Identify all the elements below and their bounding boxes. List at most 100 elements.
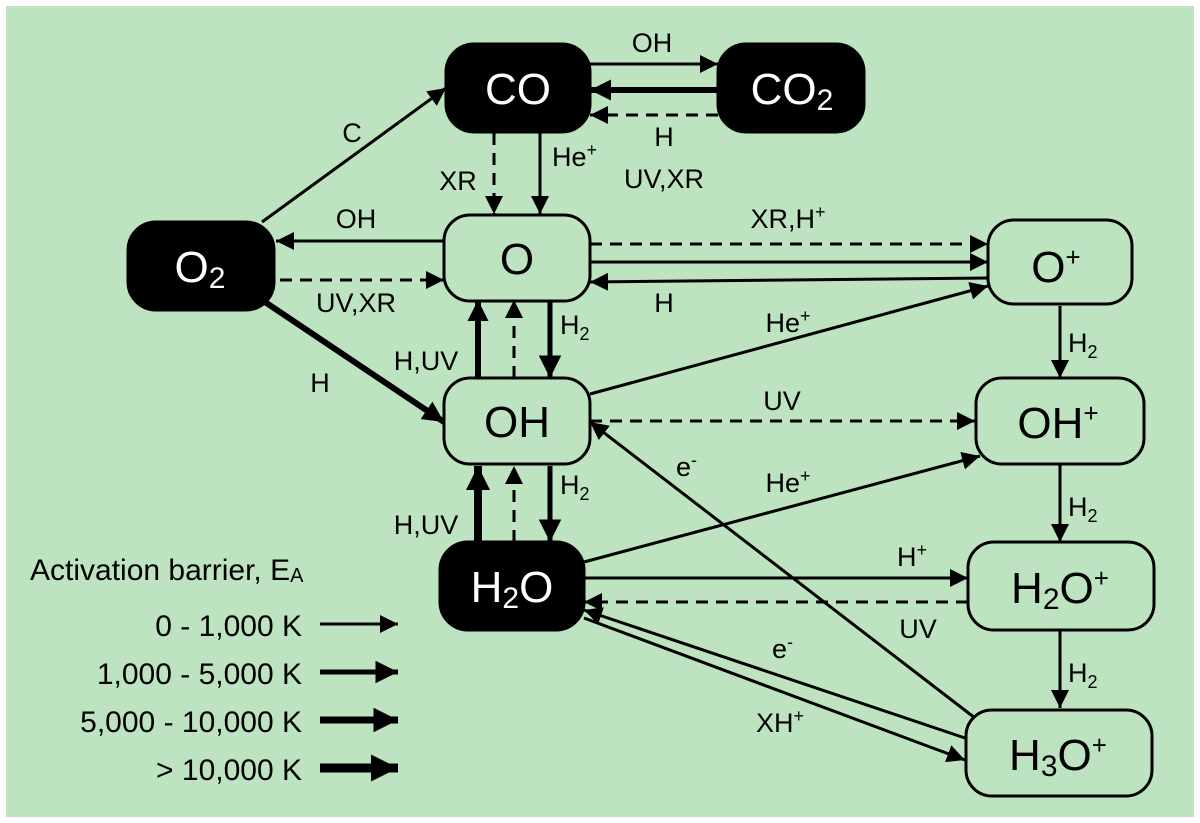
node-co2: CO2 <box>716 42 866 134</box>
svg-text:OH+: OH+ <box>1017 398 1098 448</box>
svg-text:H3O+: H3O+ <box>1009 730 1107 783</box>
label-h2o-ohplus-sup: + <box>800 466 811 486</box>
node-h3oplus-label: H <box>1009 731 1041 780</box>
node-h2o-tail: O <box>519 563 553 612</box>
label-h3o-oh-text: e <box>676 452 691 482</box>
legend-item-4-label: > 10,000 K <box>156 754 302 787</box>
edge-h2o-to-ohplus <box>583 451 981 564</box>
node-h2oplus-tail: O <box>1060 564 1094 613</box>
label-oh-h2o-text: H <box>560 470 580 500</box>
node-oplus-label: O <box>1031 243 1065 292</box>
label-h2o-h3o-sup: + <box>794 706 805 726</box>
node-h2o: H2O <box>438 540 586 632</box>
legend-item-3-label: 5,000 - 10,000 K <box>80 706 302 739</box>
label-oh-ohplus: UV <box>763 386 801 416</box>
node-h3oplus-tail: O <box>1058 731 1092 780</box>
legend-item-1: 0 - 1,000 K <box>155 610 398 643</box>
label-h2oplus-h3oplus: H2 <box>1068 658 1098 692</box>
node-h3oplus-sup: + <box>1092 730 1107 760</box>
edge-oh-to-oplus <box>589 282 989 396</box>
legend: Activation barrier, EA 0 - 1,000 K 1,000… <box>30 554 398 787</box>
edge-o2-to-co <box>261 86 447 224</box>
label-o-oplus-dashed-sup: + <box>815 202 826 222</box>
label-h2o-ohplus-text: He <box>765 468 800 498</box>
label-h2o-ohplus: He+ <box>765 466 810 498</box>
node-ohplus-label: OH <box>1017 399 1083 448</box>
node-o2: O2 <box>126 220 276 312</box>
label-h3o-oh: e- <box>676 450 697 482</box>
svg-text:O+: O+ <box>1031 242 1080 292</box>
label-oh-h2o: H2 <box>560 470 590 504</box>
label-oh-o: H,UV <box>394 346 459 376</box>
node-h2oplus: H2O+ <box>966 540 1156 632</box>
node-h2o-sub: 2 <box>502 582 519 615</box>
node-o: O <box>442 213 592 303</box>
legend-item-4: > 10,000 K <box>156 754 398 787</box>
svg-text:OH: OH <box>484 398 550 447</box>
node-oh-label: OH <box>484 398 550 447</box>
edge-o2-to-oh-thick <box>260 297 446 425</box>
node-o2-sub: 2 <box>209 262 226 295</box>
label-co-o-solid-text: He <box>552 142 587 172</box>
label-o2-o: UV,XR <box>316 288 396 318</box>
node-oplus: O+ <box>986 218 1134 306</box>
svg-text:O: O <box>500 235 534 284</box>
node-h2oplus-sub: 2 <box>1043 583 1060 616</box>
label-o-oh-text: H <box>560 310 580 340</box>
reaction-edges <box>260 55 1069 763</box>
node-co2-sub: 2 <box>817 84 834 117</box>
label-co2-co: H <box>654 122 674 152</box>
node-h3oplus-sub: 3 <box>1041 750 1058 783</box>
svg-text:CO2: CO2 <box>751 65 834 117</box>
label-h3o-h2o-text: e <box>772 634 787 664</box>
legend-item-2-label: 1,000 - 5,000 K <box>97 658 302 691</box>
edge-oplus-to-o <box>589 272 989 291</box>
label-h2o-h2oplus-text: H <box>897 542 917 572</box>
svg-text:O2: O2 <box>175 243 226 295</box>
label-o-oplus-dashed: XR,H+ <box>750 202 825 234</box>
label-o-oplus-dashed-text: XR,H <box>750 204 815 234</box>
svg-text:CO: CO <box>485 65 551 114</box>
svg-text:H2O+: H2O+ <box>1011 563 1109 616</box>
label-ohplus-h2oplus-text: H <box>1068 492 1088 522</box>
species-nodes: CO CO2 O2 O O+ OH OH+ H2O <box>126 42 1156 798</box>
label-ohplus-h2oplus-sub: 2 <box>1088 506 1098 526</box>
edge-h2o-to-h3oplus <box>583 616 966 763</box>
label-co-o-solid-sup: + <box>587 140 598 160</box>
label-h3o-h2o: e- <box>772 632 793 664</box>
legend-item-3: 5,000 - 10,000 K <box>80 706 398 739</box>
label-o-o2: OH <box>336 204 377 234</box>
label-h2o-h2oplus-sup: + <box>916 540 927 560</box>
label-h2o-h2oplus: H+ <box>897 540 927 572</box>
legend-title: Activation barrier, EA <box>30 554 304 587</box>
label-h2o-h3o-text: XH <box>756 708 794 738</box>
label-co-o-dashed: XR <box>439 166 477 196</box>
label-o2-co: C <box>342 118 362 148</box>
label-oh-oplus-sup: + <box>800 306 811 326</box>
svg-text:H2O: H2O <box>471 563 554 615</box>
label-oplus-o: H <box>654 288 674 318</box>
legend-item-2: 1,000 - 5,000 K <box>97 658 398 691</box>
label-o-oh-sub: 2 <box>580 324 590 344</box>
legend-title-sub: A <box>290 565 304 587</box>
label-o-oh: H2 <box>560 310 590 344</box>
edge-h3oplus-to-h2o <box>583 607 966 740</box>
node-co: CO <box>444 42 592 134</box>
label-oh-oplus-text: He <box>765 308 800 338</box>
node-oplus-sup: + <box>1066 242 1081 272</box>
label-o2-oh: H <box>310 368 330 398</box>
label-h2oplus-h2o: UV <box>899 614 937 644</box>
node-o2-label: O <box>175 243 209 292</box>
label-co-co2: OH <box>632 28 673 58</box>
label-h2o-oh: H,UV <box>394 510 459 540</box>
label-ohplus-h2oplus: H2 <box>1068 492 1098 526</box>
node-oh: OH <box>442 376 592 466</box>
node-h3oplus: H3O+ <box>964 708 1154 798</box>
label-oh-h2o-sub: 2 <box>580 484 590 504</box>
node-o-label: O <box>500 235 534 284</box>
legend-item-1-label: 0 - 1,000 K <box>155 610 302 643</box>
label-h3o-oh-sup: - <box>691 450 697 470</box>
label-co2-co-uv: UV,XR <box>624 164 704 194</box>
label-oplus-ohplus-text: H <box>1068 328 1088 358</box>
